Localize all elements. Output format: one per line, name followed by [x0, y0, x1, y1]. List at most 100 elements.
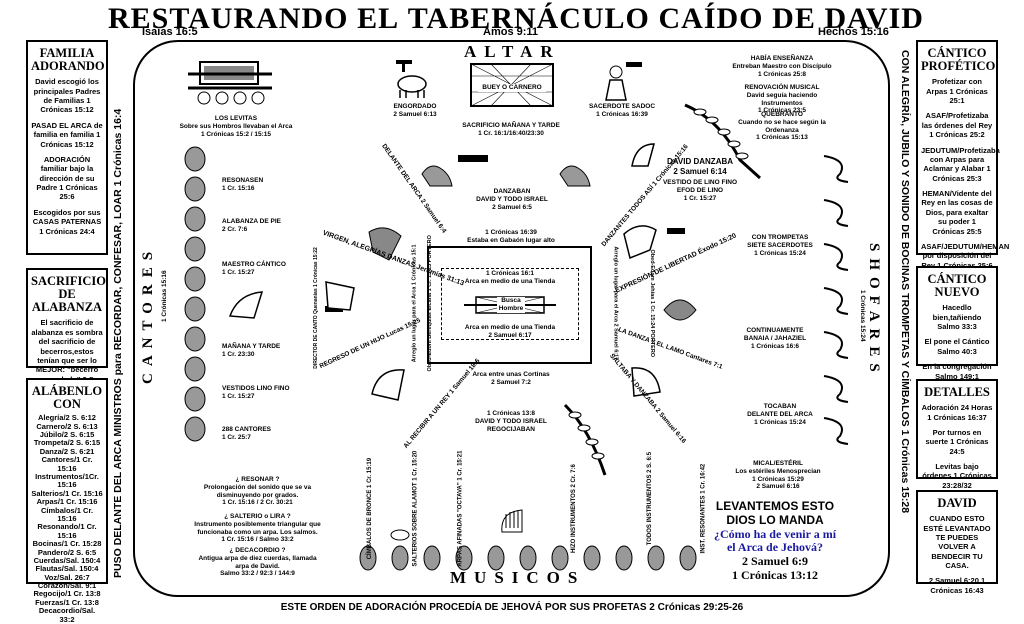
ark-label: Busca Hombre — [497, 297, 525, 313]
label-dolor: Arreglo un lugar para el Arca 2 Samuel 6… — [612, 246, 619, 361]
label-288: 288 CANTORES 1 Cr. 25:7 — [222, 426, 272, 441]
levantemos-text: LEVANTEMOS ESTO DIOS LO MANDA — [715, 499, 835, 527]
box-item: 2 Samuel 6:20 1 Crónicas 16:43 — [928, 576, 986, 595]
box-item: David escogió los principales Padres de … — [33, 77, 101, 115]
dancer-icon — [631, 143, 655, 167]
question-line-1: ¿Cómo ha de venir a mí — [713, 526, 837, 541]
label-director: DIRECTOR DE CANTO Quenanías 1 Crónicas 1… — [312, 247, 319, 369]
label-vestido-lino: VESTIDO DE LINO FINO EFOD DE LINO 1 Cr. … — [662, 179, 738, 202]
label-resonasen: RESONASEN 1 Cr. 15:16 — [222, 177, 264, 192]
alabenlo-item: Júbilo/2 S. 6:15 — [39, 430, 95, 440]
alabenlo-item: Címbalos/1 Cr. 15:16 — [40, 505, 94, 523]
ref-samuel: 2 Samuel 6:9 — [742, 554, 808, 569]
tabernacle-frame — [133, 40, 890, 597]
shofar-column-icon — [823, 155, 849, 445]
label-decacordio: ¿ DECACORDIO ? Antigua arpa de diez cuer… — [198, 547, 317, 578]
alabenlo-item: Danza/2 S. 6:21 — [39, 446, 95, 456]
harp-icon — [501, 509, 523, 533]
label-danzaban: DANZABAN DAVID Y TODO ISRAEL 2 Samuel 6:… — [476, 188, 548, 211]
alabenlo-item: Pandero/2 S. 6:5 — [37, 547, 97, 557]
cantores-vertical: CANTORES — [140, 244, 156, 384]
label-salterio: ¿ SALTERIO o LIRA ? Instrumento posiblem… — [194, 513, 321, 544]
label-resonar: ¿ RESONAR ? Prolongación del sonido que … — [203, 476, 312, 507]
box-item: CUANDO ESTO ESTÉ LEVANTADO TE PUEDES VOL… — [923, 514, 991, 570]
box-item: El pone el Cántico Salmo 40:3 — [924, 337, 990, 356]
musicians-row-icon — [359, 545, 697, 571]
label-cimbalos: CÍMBALOS DE BRONCE 1 Cr. 15:19 — [367, 457, 374, 560]
shofares-ref: 1 Crónicas 15:24 — [859, 290, 866, 342]
box-sacrificio-alabanza: SACRIFICIO DE ALABANZA El sacrificio de … — [26, 268, 108, 402]
label-todos: TODOS INSTRUMENTOS 2 S. 6:5 — [647, 451, 654, 546]
laurel-branch-icon — [684, 103, 762, 180]
alabenlo-item: Resonando/1 Cr. 15:16 — [37, 522, 97, 540]
box-title: CÁNTICO NUEVO — [927, 272, 987, 300]
alabenlo-item: Salterios/1 Cr. 15:16 — [31, 488, 103, 498]
box-item: ASAF/Profetizaba las órdenes del Rey 1 C… — [921, 111, 993, 140]
tent-outer — [427, 246, 592, 364]
box-familia-adorando: FAMILIA ADORANDO David escogió los princ… — [26, 40, 108, 255]
dancer-icon — [368, 227, 402, 261]
dancer-icon — [325, 281, 355, 311]
alabenlo-item: Arpas/1 Cr. 15:16 — [36, 497, 98, 507]
label-maestro: MAESTRO CÁNTICO 1 Cr. 15:27 — [222, 261, 286, 276]
vertical-text-right: CON ALEGRÍA, JUBILO Y SONIDO DE BOCINAS … — [899, 50, 911, 514]
box-item: Hacedlo bien,tañiendo Salmo 33:3 — [932, 303, 982, 331]
director-icon — [228, 291, 264, 319]
dancer-icon — [631, 367, 661, 397]
label-gabaon: 1 Crónicas 16:39 Estaba en Gabaón lugar … — [467, 229, 555, 244]
dancer-icon — [371, 369, 405, 401]
box-detalles: DETALLES Adoración 24 Horas 1 Crónicas 1… — [916, 379, 998, 490]
alabenlo-item: Fuerzas/1 Cr. 13:8 — [35, 597, 99, 607]
shofares-vertical: SHOFARES — [866, 243, 882, 379]
label-arpas: ARPAS AFINADAS "OCTAVA" 1 Cr. 15:21 — [457, 450, 464, 567]
alabenlo-item: Flautas/Sal. 150:4 — [35, 564, 99, 574]
alabenlo-item: Cuerdas/Sal. 150:4 — [33, 555, 101, 565]
laurel-branch-icon — [563, 403, 607, 476]
label-regocijaban: 1 Crónicas 13:8 DAVID Y TODO ISRAEL REGO… — [475, 410, 547, 433]
box-title: CÁNTICO PROFÉTICO — [921, 46, 996, 74]
title-word: CAÍDO — [658, 2, 764, 35]
box-title: SACRIFICIO DE ALABANZA — [31, 274, 107, 315]
ref-hechos: Hechos 15:16 — [818, 26, 889, 38]
label-trompetas: CON TROMPETAS SIETE SACERDOTES 1 Crónica… — [747, 234, 813, 257]
box-title: FAMILIA ADORANDO — [31, 46, 105, 74]
ref-amos: Amos 9:11 — [483, 26, 539, 38]
question-line-2: el Arca de Jehová? — [726, 540, 824, 555]
box-item: Levitas bajo órdenes 1 Crónicas 23:28/32 — [922, 462, 992, 490]
label-vestidos: VESTIDOS LINO FINO 1 Cr. 15:27 — [222, 385, 290, 400]
box-item: Adoración 24 Horas 1 Crónicas 16:37 — [921, 403, 993, 422]
box-title: DETALLES — [924, 385, 990, 399]
box-title: ALÁBENLO CON — [31, 384, 103, 412]
dancer-icon — [623, 225, 657, 260]
label-tocaban: TOCABAN DELANTE DEL ARCA 1 Crónicas 15:2… — [747, 403, 813, 426]
label-manana: MAÑANA Y TARDE 1 Cr. 23:30 — [222, 343, 281, 358]
title-word: TABERNÁCULO — [407, 2, 650, 35]
altar-label: BUEY O CARNERO — [478, 84, 546, 92]
label-salterios: SALTERIOS SOBRE ALAMOT 1 Cr. 15:20 — [412, 450, 419, 567]
label-alabanza-pie: ALABANZA DE PIE 2 Cr. 7:6 — [222, 218, 281, 233]
alabenlo-item: Voz/Sal. 26:7 — [44, 572, 90, 582]
label-porteros-right: Obed-Edom Jehías 1 Cr. 15:24 PORTERO — [649, 249, 656, 358]
label-porteros-left: Obed-Edom Berequías Elcana 1 Cr. 15:23 P… — [426, 235, 433, 372]
alabenlo-item: Alegría/2 S. 6:12 — [38, 413, 96, 423]
footer-text: ESTE ORDEN DE ADORACIÓN PROCEDÍA DE JEHO… — [280, 602, 744, 613]
bar-mark-icon — [458, 155, 488, 162]
label-quebranto: QUEBRANTO Cuando no se hace según la Ord… — [738, 111, 826, 142]
label-renovacion: RENOVACIÓN MUSICAL David seguía haciendo… — [744, 84, 820, 115]
alabenlo-item: Regocijo/1 Cr. 13:8 — [33, 589, 101, 599]
label-continuamente: CONTINUAMENTE BANAIA / JAHAZIEL 1 Crónic… — [743, 327, 807, 350]
alabenlo-item: Carnero/2 S. 6:13 — [36, 421, 98, 431]
bar-mark-icon — [667, 228, 685, 234]
title-word: RESTAURANDO — [108, 2, 349, 35]
alabenlo-item: Instrumentos/1Cr. 15:16 — [35, 471, 99, 490]
label-engordado: ENGORDADO 2 Samuel 6:13 — [393, 103, 437, 118]
ref-isaias: Isaias 16:5 — [142, 26, 198, 38]
tent-inner — [441, 268, 579, 340]
dancer-icon — [421, 165, 453, 187]
ark-carried-icon — [188, 61, 272, 105]
alabenlo-item: Trompeta/2 S. 6:15 — [33, 438, 101, 448]
call-to-action: LEVANTEMOS ESTO DIOS LO MANDA ¿Cómo ha d… — [700, 499, 850, 583]
label-tienda-bottom: Arca en medio de una Tienda 2 Samuel 6:1… — [464, 324, 556, 339]
